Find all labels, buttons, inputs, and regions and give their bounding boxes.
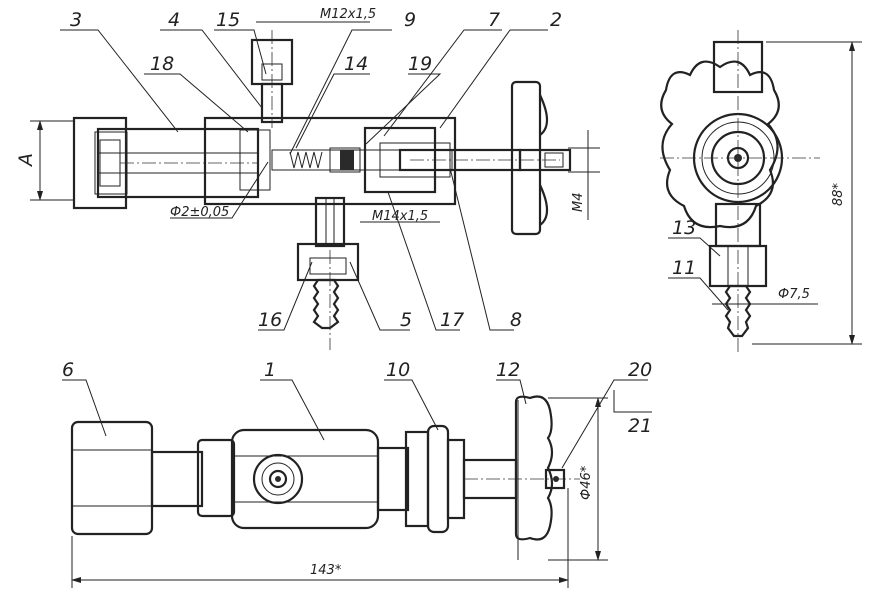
callout-15: 15 <box>216 9 240 31</box>
dim-thread-side: M14x1,5 <box>372 209 428 224</box>
callout-20: 20 <box>628 359 652 381</box>
callout-6: 6 <box>62 359 74 381</box>
callout-1: 1 <box>264 359 276 381</box>
callout-5: 5 <box>400 309 412 331</box>
callout-12: 12 <box>496 359 520 381</box>
dim-thread-top: M12x1,5 <box>320 7 376 22</box>
callout-9: 9 <box>404 9 416 31</box>
callout-8: 8 <box>510 309 522 331</box>
dimension-labels: M12x1,5 M14x1,5 Ф2±0,05 A M4 88* Ф7,5 Ф4… <box>15 7 846 578</box>
callout-2: 2 <box>550 9 562 31</box>
callout-labels: 3 4 15 9 7 2 18 14 19 16 5 17 8 13 11 6 … <box>62 9 696 437</box>
dim-m4: M4 <box>571 193 586 213</box>
callout-10: 10 <box>386 359 410 381</box>
callout-17: 17 <box>440 309 464 331</box>
callout-16: 16 <box>258 309 282 331</box>
callout-19: 19 <box>408 53 432 75</box>
section-view <box>30 30 600 350</box>
callout-13: 13 <box>672 217 696 239</box>
side-view <box>660 30 862 352</box>
front-view <box>70 395 608 588</box>
dim-height: 88* <box>831 182 846 206</box>
callout-11: 11 <box>672 257 696 279</box>
dim-a: A <box>15 153 37 168</box>
dim-length: 143* <box>310 563 342 578</box>
leader-lines <box>60 29 729 469</box>
dim-bore: Ф2±0,05 <box>170 205 229 220</box>
callout-14: 14 <box>344 53 368 75</box>
callout-21: 21 <box>628 415 652 437</box>
callout-7: 7 <box>488 9 500 31</box>
callout-3: 3 <box>70 9 82 31</box>
dim-wheel-dia: Ф46* <box>579 465 594 500</box>
callout-18: 18 <box>150 53 174 75</box>
dim-nipple-dia: Ф7,5 <box>778 287 810 302</box>
callout-4: 4 <box>168 9 180 31</box>
